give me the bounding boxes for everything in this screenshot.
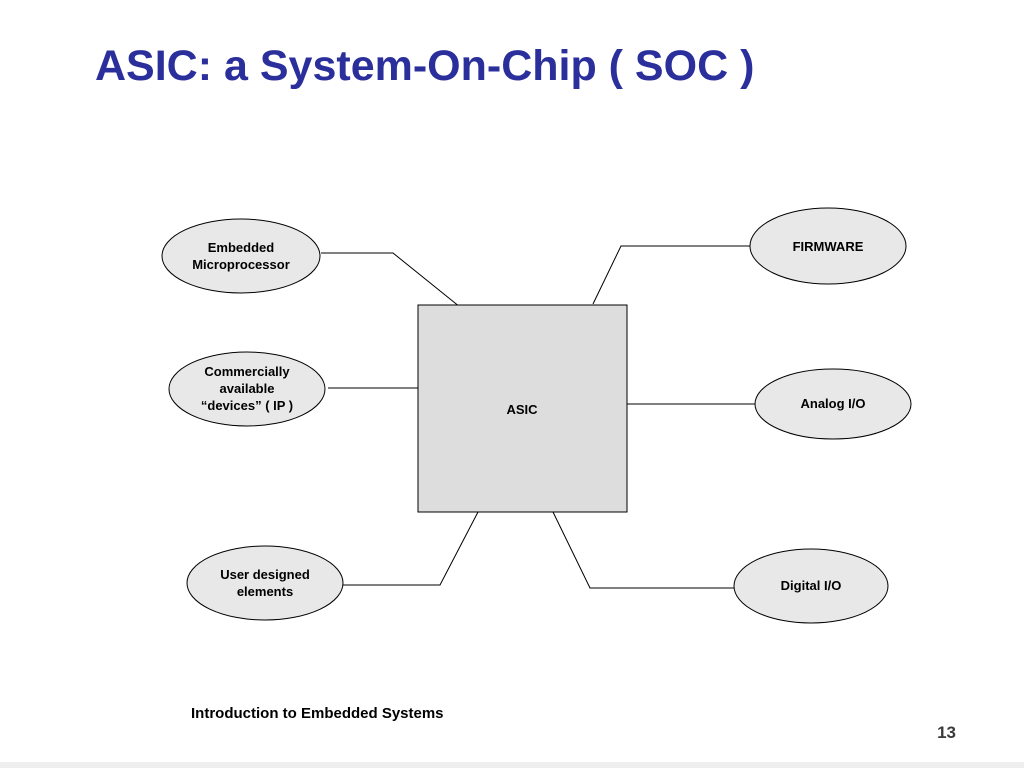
node-commercial-ip-line-3: “devices” ( IP )	[201, 398, 293, 413]
connector-embedded-microprocessor	[321, 252, 461, 308]
node-analog-io-line-1: Analog I/O	[801, 396, 866, 411]
connector-user-designed	[343, 511, 479, 586]
page-number: 13	[937, 723, 956, 742]
node-embedded-microprocessor-line-2: Microprocessor	[192, 257, 290, 272]
node-commercial-ip-line-1: Commercially	[204, 364, 290, 379]
node-firmware: FIRMWARE	[749, 207, 907, 285]
node-user-designed-line-1: User designed	[220, 567, 310, 582]
node-firmware-line-1: FIRMWARE	[793, 239, 864, 254]
connector-digital-io	[552, 511, 735, 589]
node-user-designed-line-2: elements	[237, 584, 293, 599]
asic-block	[417, 304, 628, 513]
slide-footer: Introduction to Embedded Systems	[191, 705, 444, 722]
node-digital-io: Digital I/O	[733, 548, 889, 624]
bottom-band	[0, 762, 1024, 768]
node-user-designed: User designed elements	[186, 545, 344, 621]
node-commercial-ip-line-2: available	[220, 381, 275, 396]
asic-label: ASIC	[506, 402, 538, 417]
connector-firmware	[592, 245, 750, 305]
node-embedded-microprocessor-line-1: Embedded	[208, 240, 275, 255]
node-analog-io: Analog I/O	[754, 368, 912, 440]
slide-title: ASIC: a System-On-Chip ( SOC )	[95, 42, 755, 90]
node-commercial-ip: Commercially available “devices” ( IP )	[168, 351, 326, 427]
node-embedded-microprocessor: Embedded Microprocessor	[161, 218, 321, 294]
node-digital-io-line-1: Digital I/O	[781, 578, 842, 593]
connectors	[321, 245, 755, 589]
